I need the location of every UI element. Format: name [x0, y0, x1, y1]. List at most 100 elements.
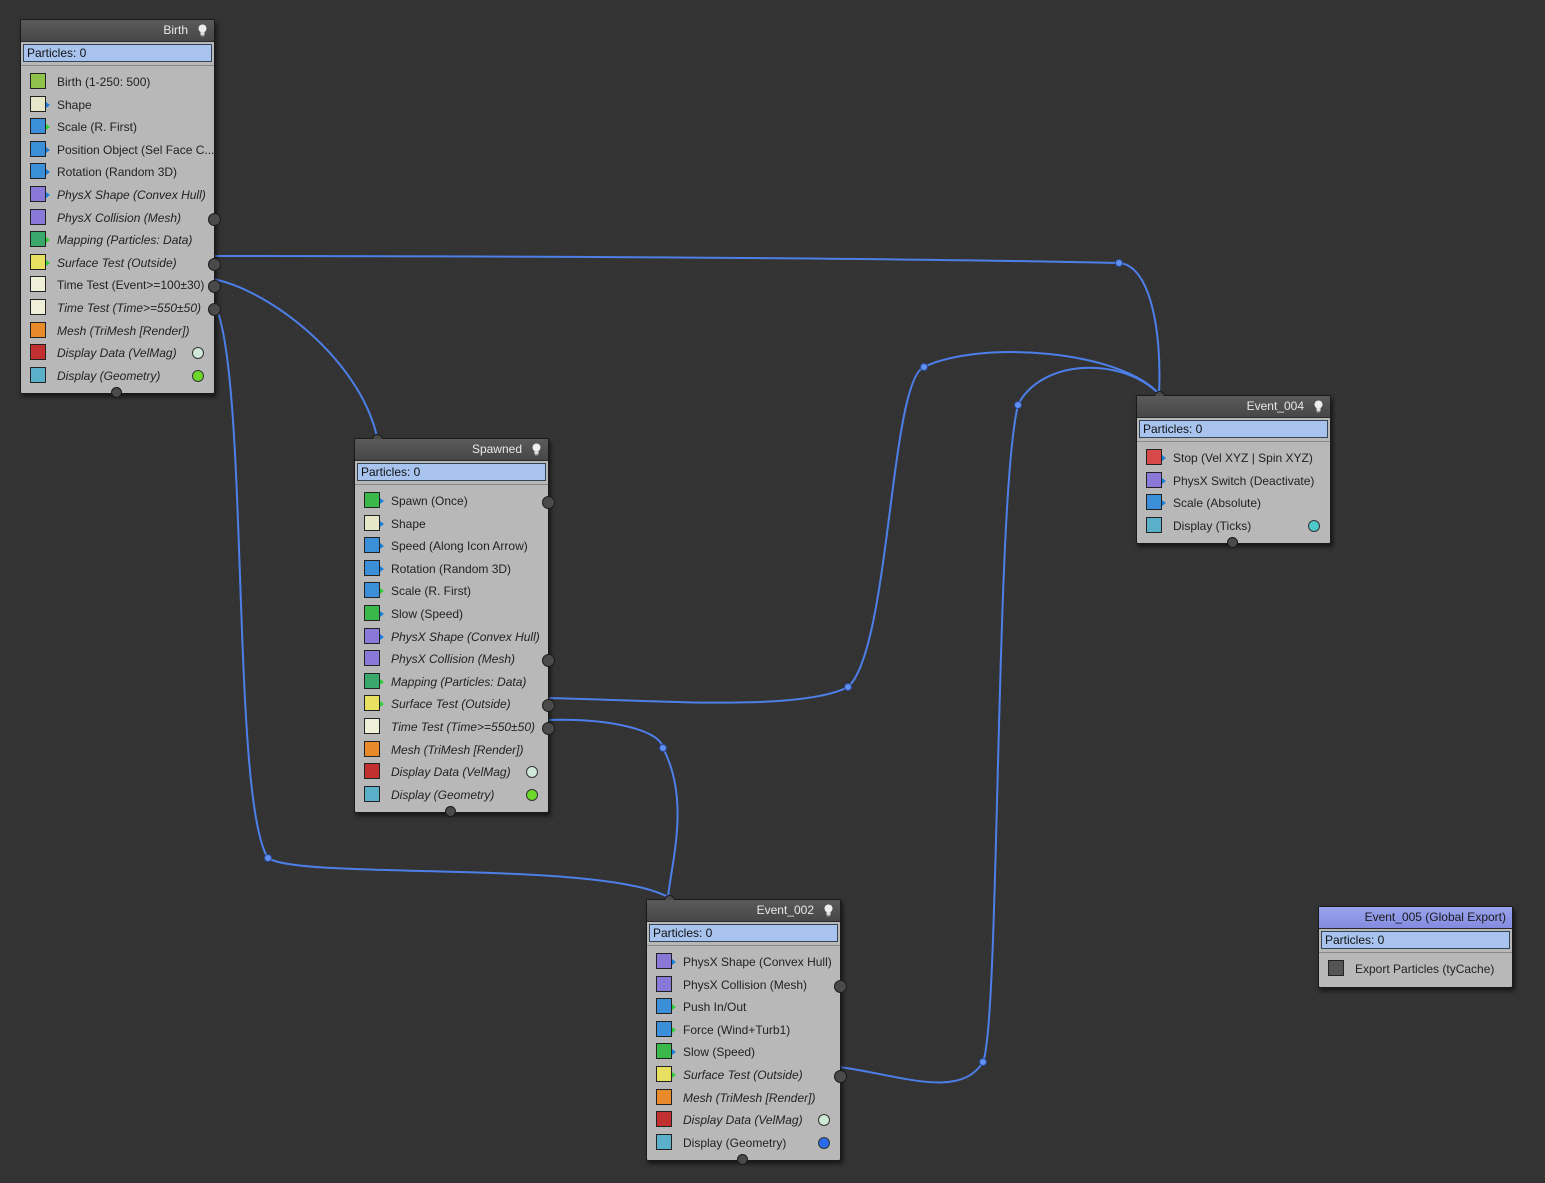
node-title[interactable]: Event_002 — [647, 900, 840, 922]
operator-push[interactable]: Push In/Out — [647, 996, 840, 1019]
output-port[interactable] — [542, 699, 555, 713]
operator-rotation[interactable]: Rotation (Random 3D) — [21, 161, 214, 184]
wire-birth-time-to-event002[interactable] — [212, 300, 669, 898]
operator-export-particles[interactable]: Export Particles (tyCache) — [1319, 958, 1512, 981]
wire-handle[interactable] — [659, 744, 667, 752]
birth-icon — [30, 73, 46, 89]
node-event-005[interactable]: Event_005 (Global Export) Particles: 0 E… — [1318, 906, 1513, 988]
operator-mesh[interactable]: Mesh (TriMesh [Render]) — [647, 1087, 840, 1110]
operator-display[interactable]: Display (Geometry) — [355, 784, 548, 807]
node-title[interactable]: Birth — [21, 20, 214, 42]
operator-stop[interactable]: Stop (Vel XYZ | Spin XYZ) — [1137, 447, 1330, 470]
operator-time-test[interactable]: Time Test (Time>=550±50) — [355, 716, 555, 739]
display-icon — [30, 366, 46, 383]
node-title[interactable]: Spawned — [355, 439, 548, 461]
display-lamp[interactable] — [192, 369, 204, 382]
node-event-002[interactable]: Event_002 Particles: 0 PhysX Shape (Conv… — [646, 895, 847, 1166]
wire-birth-surface-to-event004[interactable] — [212, 255, 1161, 395]
wire-handle[interactable] — [920, 363, 928, 371]
output-port[interactable] — [834, 979, 847, 993]
operator-display-data[interactable]: Display Data (VelMag) — [21, 342, 214, 365]
node-title[interactable]: Event_004 — [1137, 396, 1330, 418]
operator-mesh[interactable]: Mesh (TriMesh [Render]) — [355, 739, 548, 762]
operator-display[interactable]: Display (Geometry) — [647, 1132, 840, 1155]
operator-display[interactable]: Display (Ticks) — [1137, 515, 1330, 538]
operator-list: PhysX Shape (Convex Hull) PhysX Collisio… — [647, 945, 847, 1160]
operator-mesh[interactable]: Mesh (TriMesh [Render]) — [21, 320, 214, 343]
operator-physx-switch[interactable]: PhysX Switch (Deactivate) — [1137, 470, 1330, 493]
operator-surface-test[interactable]: Surface Test (Outside) — [21, 252, 221, 275]
display-lamp[interactable] — [1308, 519, 1320, 532]
operator-scale[interactable]: Scale (Absolute) — [1137, 492, 1330, 515]
output-port[interactable] — [542, 721, 555, 735]
output-port[interactable] — [834, 1069, 847, 1083]
operator-shape[interactable]: Shape — [21, 94, 214, 117]
mesh-icon — [364, 740, 380, 757]
output-port[interactable] — [208, 257, 221, 271]
operator-time-test[interactable]: Time Test (Event>=100±30) — [21, 274, 221, 297]
operator-rotation[interactable]: Rotation (Random 3D) — [355, 558, 548, 581]
wire-spawned-surface-to-event004[interactable] — [546, 351, 1160, 704]
node-event-004[interactable]: Event_004 Particles: 0 Stop (Vel XYZ | S… — [1136, 391, 1331, 549]
operator-display[interactable]: Display (Geometry) — [21, 365, 214, 388]
wire-handle[interactable] — [1115, 259, 1123, 267]
operator-physx-collision[interactable]: PhysX Collision (Mesh) — [355, 648, 555, 671]
bottom-port[interactable] — [445, 806, 456, 818]
wire-handle[interactable] — [264, 854, 272, 862]
bottom-port[interactable] — [1227, 537, 1238, 549]
operator-mapping[interactable]: Mapping (Particles: Data) — [21, 229, 214, 252]
operator-mapping[interactable]: Mapping (Particles: Data) — [355, 671, 548, 694]
display-lamp[interactable] — [818, 1114, 830, 1127]
output-port[interactable] — [542, 654, 555, 668]
operator-spawn[interactable]: Spawn (Once) — [355, 490, 555, 513]
lightbulb-icon[interactable] — [531, 443, 542, 456]
operator-time-test[interactable]: Time Test (Time>=550±50) — [21, 297, 221, 320]
operator-physx-shape[interactable]: PhysX Shape (Convex Hull) — [355, 626, 548, 649]
display-lamp[interactable] — [526, 766, 538, 779]
shape-icon — [364, 514, 384, 531]
wire-handle[interactable] — [844, 683, 852, 691]
wire-handle[interactable] — [1014, 401, 1022, 409]
node-birth[interactable]: Birth Particles: 0 Birth (1-250: 500) Sh… — [20, 19, 221, 399]
lightbulb-icon[interactable] — [197, 24, 208, 37]
display-lamp[interactable] — [818, 1136, 830, 1149]
operator-surface-test[interactable]: Surface Test (Outside) — [355, 693, 555, 716]
operator-force[interactable]: Force (Wind+Turb1) — [647, 1019, 840, 1042]
operator-physx-shape[interactable]: PhysX Shape (Convex Hull) — [647, 951, 840, 974]
operator-physx-collision[interactable]: PhysX Collision (Mesh) — [21, 207, 221, 230]
display-lamp[interactable] — [526, 788, 538, 801]
operator-slow[interactable]: Slow (Speed) — [647, 1041, 840, 1064]
speed-icon — [364, 537, 384, 554]
display-lamp[interactable] — [192, 347, 204, 360]
bottom-port[interactable] — [111, 387, 122, 399]
operator-surface-test[interactable]: Surface Test (Outside) — [647, 1064, 847, 1087]
operator-birth[interactable]: Birth (1-250: 500) — [21, 71, 214, 94]
output-port[interactable] — [208, 302, 221, 316]
operator-physx-collision[interactable]: PhysX Collision (Mesh) — [647, 974, 847, 997]
lightbulb-icon[interactable] — [823, 904, 834, 917]
node-spawned[interactable]: Spawned Particles: 0 Spawn (Once) Shape … — [354, 434, 555, 818]
operator-shape[interactable]: Shape — [355, 513, 548, 536]
operator-scale[interactable]: Scale (R. First) — [21, 116, 214, 139]
node-title[interactable]: Event_005 (Global Export) — [1319, 907, 1512, 929]
operator-slow[interactable]: Slow (Speed) — [355, 603, 548, 626]
shape-icon — [30, 95, 50, 112]
wire-birth-eventtime-to-spawned[interactable] — [212, 278, 378, 438]
operator-position-object[interactable]: Position Object (Sel Face C... — [21, 139, 214, 162]
operator-physx-shape[interactable]: PhysX Shape (Convex Hull) — [21, 184, 214, 207]
physx-collision-icon — [656, 975, 672, 992]
operator-scale[interactable]: Scale (R. First) — [355, 580, 548, 603]
rotation-icon — [364, 559, 384, 576]
output-port[interactable] — [208, 212, 221, 226]
bottom-port[interactable] — [737, 1154, 748, 1166]
lightbulb-icon[interactable] — [1313, 400, 1324, 413]
output-port[interactable] — [208, 280, 221, 294]
operator-display-data[interactable]: Display Data (VelMag) — [647, 1109, 840, 1132]
operator-speed[interactable]: Speed (Along Icon Arrow) — [355, 535, 548, 558]
operator-display-data[interactable]: Display Data (VelMag) — [355, 761, 548, 784]
wire-handle[interactable] — [979, 1058, 987, 1066]
output-port[interactable] — [542, 496, 555, 509]
wire-spawned-time-to-event002[interactable] — [546, 718, 679, 898]
wire-event002-surface-to-event004[interactable] — [838, 366, 1160, 1084]
push-icon — [656, 998, 676, 1015]
